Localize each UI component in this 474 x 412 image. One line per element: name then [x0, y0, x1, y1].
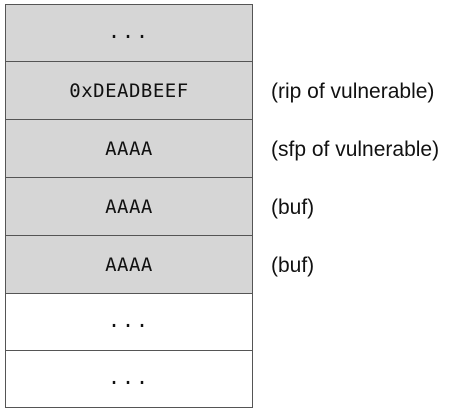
- label-buf-1: (buf): [271, 195, 315, 219]
- stack-cell-rip: 0xDEADBEEF: [6, 62, 252, 120]
- stack-cell-sfp: AAAA: [6, 120, 252, 178]
- stack-cell-ellipsis-top: ...: [6, 5, 252, 62]
- stack-cell-ellipsis-lower-2: ...: [6, 351, 252, 408]
- stack-cell-buf-1: AAAA: [6, 178, 252, 236]
- stack-diagram: ... 0xDEADBEEF AAAA AAAA AAAA ... ...: [5, 4, 253, 408]
- stack-cell-buf-2: AAAA: [6, 236, 252, 294]
- label-buf-2: (buf): [271, 253, 315, 277]
- stack-cell-ellipsis-lower-1: ...: [6, 294, 252, 351]
- label-sfp-of-vulnerable: (sfp of vulnerable): [271, 137, 440, 161]
- label-rip-of-vulnerable: (rip of vulnerable): [271, 79, 435, 103]
